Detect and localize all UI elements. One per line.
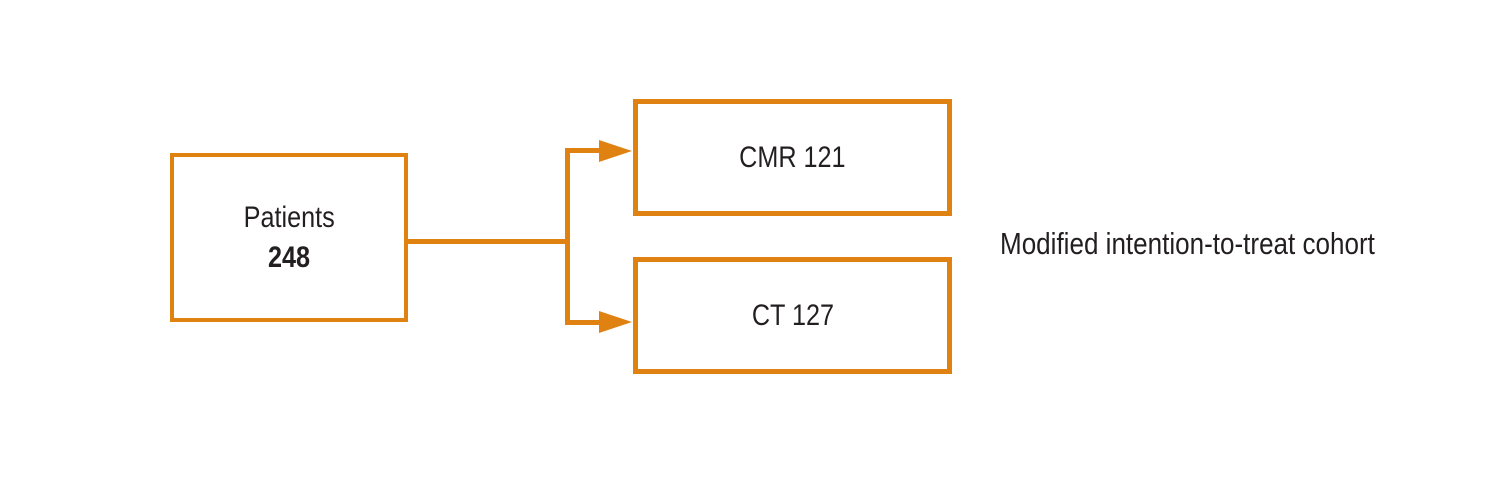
connector-stem [406, 239, 568, 244]
patients-label: Patients [243, 200, 335, 234]
ct-box: CT 127 [633, 257, 952, 374]
connector-branch-vertical [565, 148, 570, 325]
connector-branch-cmr [565, 148, 600, 153]
cmr-label: CMR 121 [739, 140, 846, 174]
patients-count: 248 [267, 240, 311, 274]
ct-label: CT 127 [751, 298, 834, 332]
cohort-annotation: Modified intention-to-treat cohort [1000, 226, 1375, 261]
patients-box: Patients 248 [170, 153, 408, 322]
arrowhead-cmr-icon [599, 140, 632, 162]
cmr-box: CMR 121 [633, 99, 952, 216]
arrowhead-ct-icon [599, 311, 632, 333]
connector-branch-ct [565, 320, 600, 325]
